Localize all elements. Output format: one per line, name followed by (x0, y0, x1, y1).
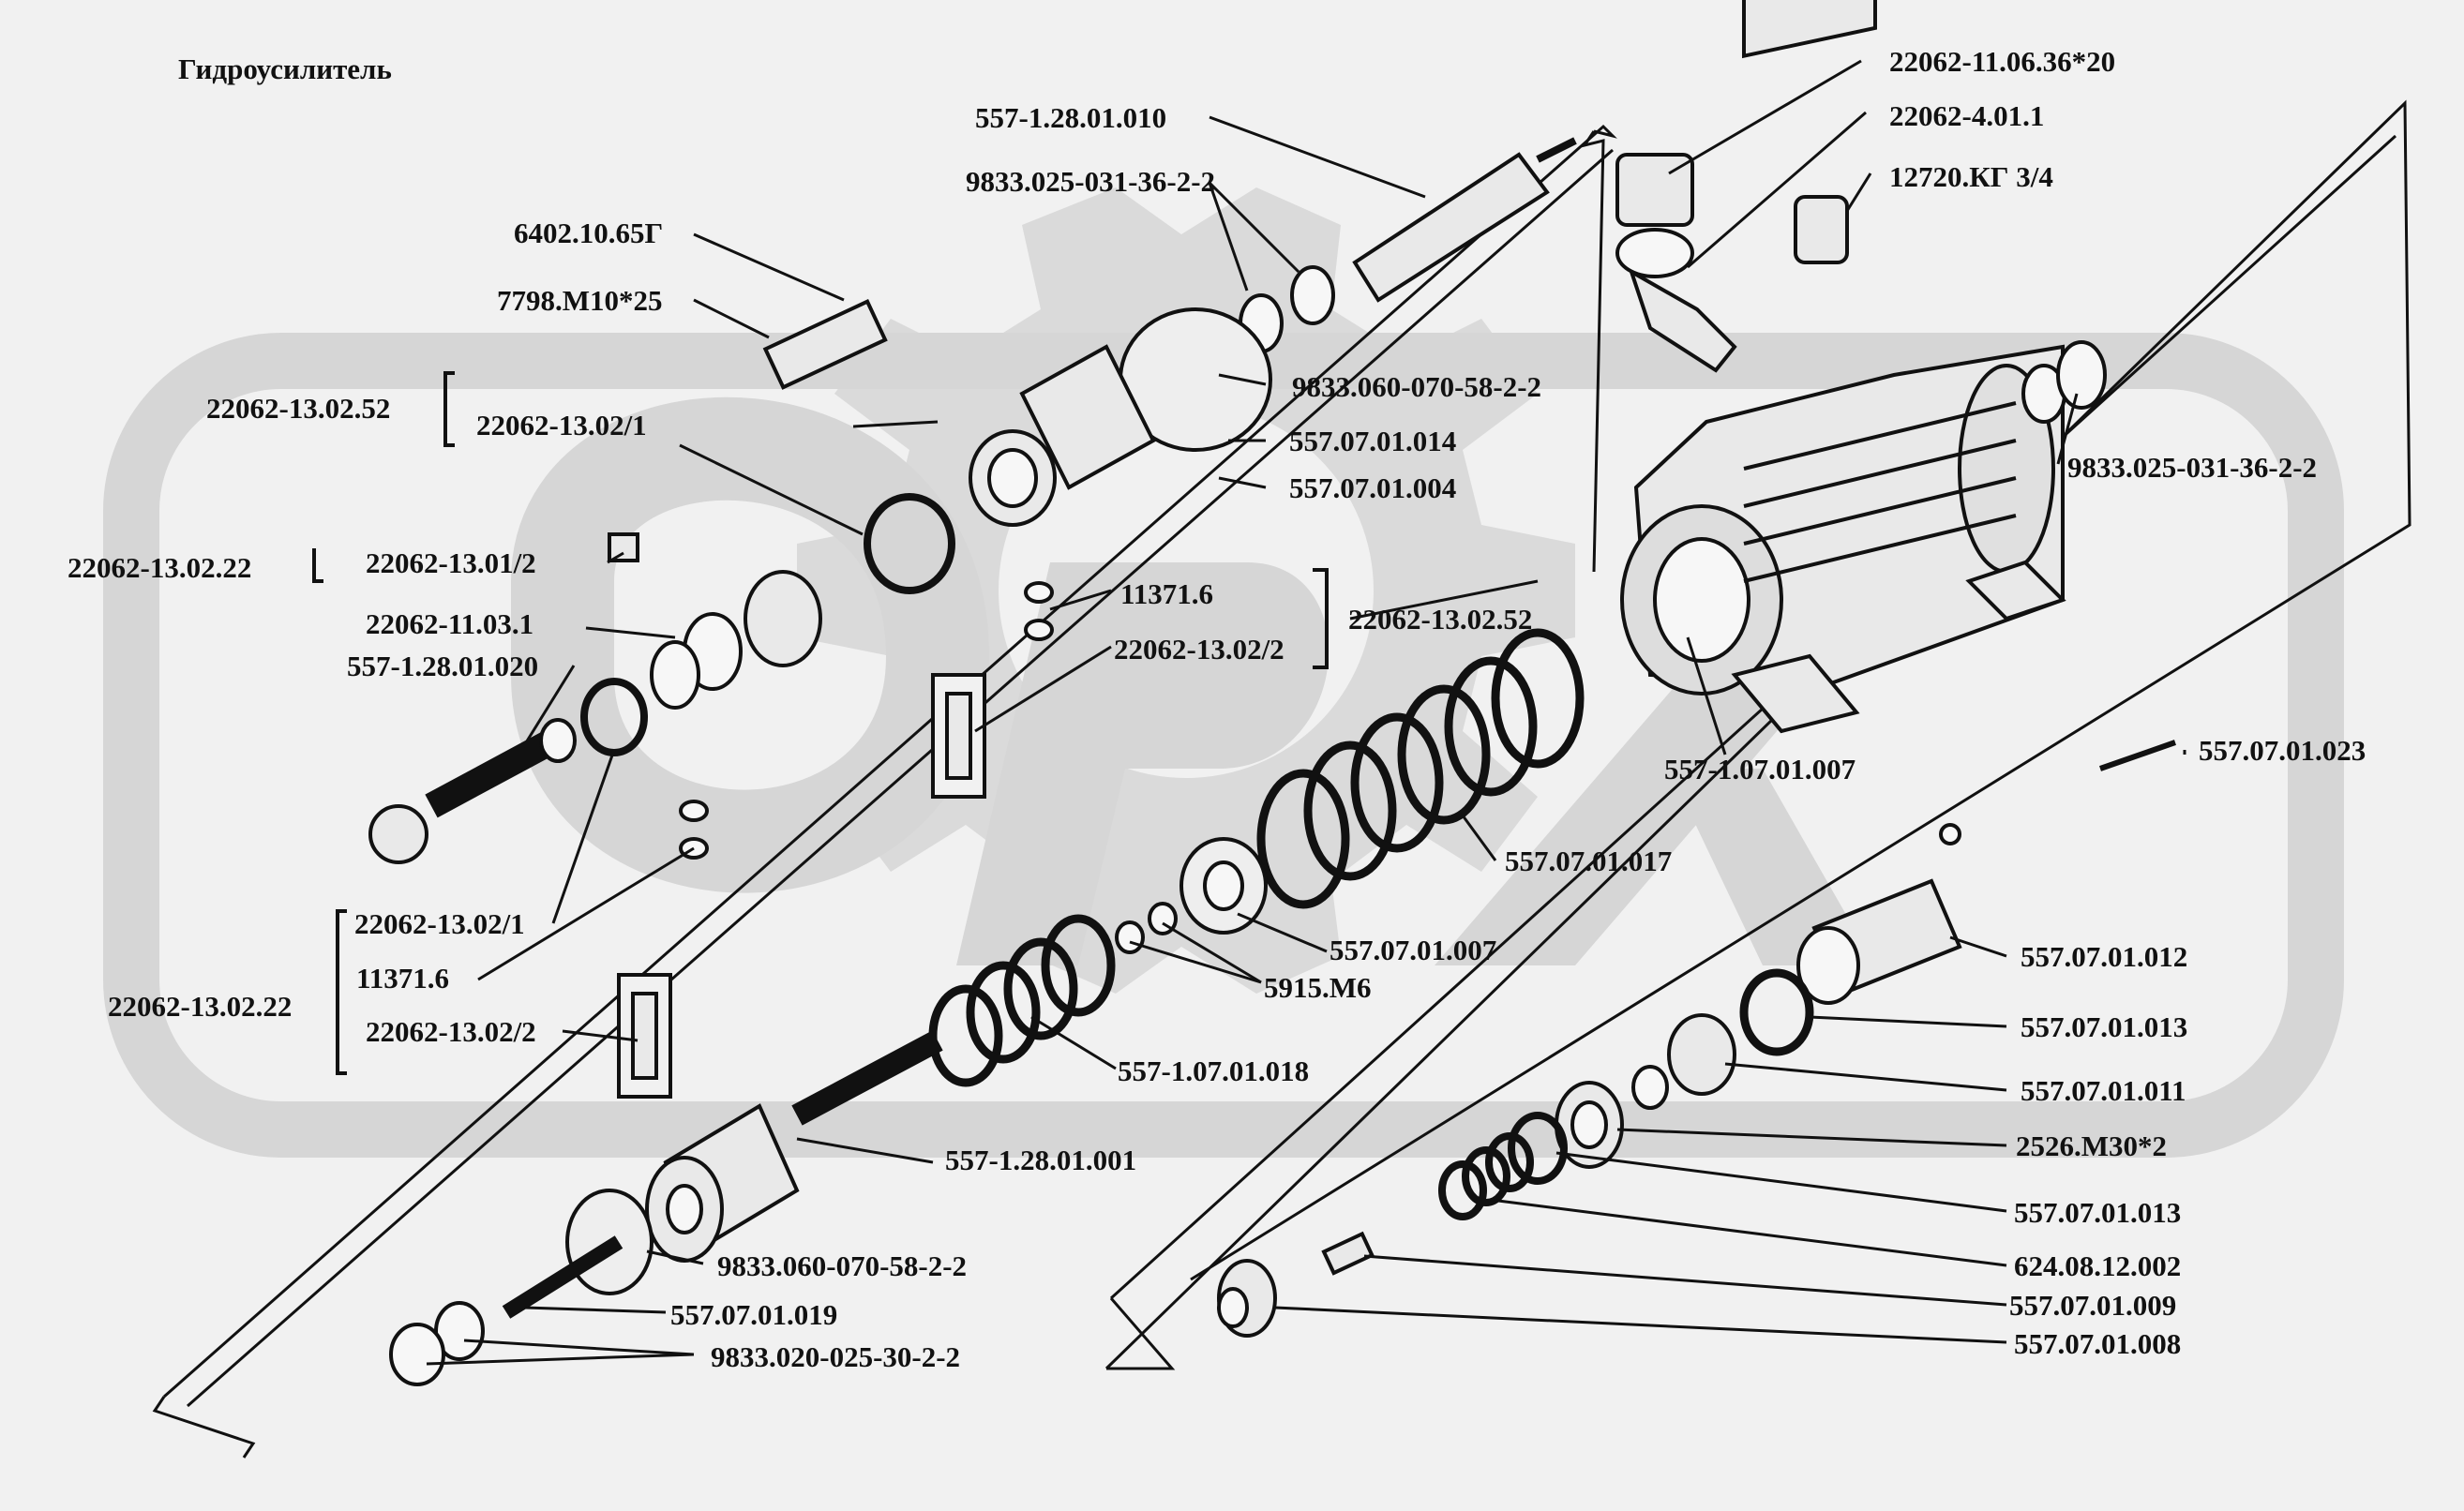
part-label: 22062-11.06.36*20 (1889, 45, 2116, 78)
part-label: 22062-13.02/1 (354, 907, 525, 940)
bolt-13.02-2-a (931, 673, 986, 799)
part-label: 9833.025-031-36-2-2 (2067, 451, 2318, 484)
nut-2526 (1555, 1081, 1624, 1169)
ring-557.07.01.013-b (1508, 1112, 1568, 1185)
part-label: 22062-13.02/2 (1114, 633, 1285, 666)
diagram-title: Гидроусилитель (178, 52, 392, 85)
part-label: 22062-13.02.52 (1348, 603, 1533, 636)
nuts-11371-b (679, 800, 709, 860)
spring-624.08.12.002 (1438, 1132, 1534, 1220)
part-label: 557-1.07.01.007 (1664, 753, 1856, 785)
part-label: 2526.М30*2 (2016, 1130, 2168, 1162)
pin-557.07.01.009 (1321, 1231, 1375, 1276)
valve-22062-11.03.1 (608, 532, 822, 710)
part-label: 22062-4.01.1 (1889, 99, 2045, 132)
pin-557.07.01.023 (2099, 740, 2176, 771)
part-label: 11371.6 (1120, 577, 1214, 610)
part-label: 557.07.01.017 (1505, 845, 1673, 877)
part-label: 6402.10.65Г (514, 217, 664, 249)
part-label: 557.07.01.019 (670, 1298, 838, 1331)
part-label: 557.07.01.014 (1289, 425, 1457, 457)
part-label: 557.07.01.013 (2021, 1010, 2188, 1043)
part-label: 7798.М10*25 (497, 284, 663, 317)
group-brackets (312, 371, 1329, 1075)
part-label: 9833.060-070-58-2-2 (717, 1249, 968, 1282)
piston-557-1.28.01.001 (389, 1030, 943, 1386)
part-label: 557-1.07.01.018 (1118, 1055, 1310, 1087)
assembly-frame-lines (152, 99, 2411, 1459)
nuts-11371-a (1024, 581, 1054, 641)
part-label: 11371.6 (356, 962, 450, 995)
plug-12720 (1794, 195, 1849, 264)
part-label: 557.07.01.007 (1330, 934, 1497, 966)
part-label: 9833.060-070-58-2-2 (1292, 370, 1542, 403)
part-label: 5915.М6 (1264, 971, 1372, 1004)
part-label: 557-1.28.01.020 (347, 650, 539, 682)
part-label: 557.07.01.009 (2009, 1289, 2177, 1322)
sleeve-557.07.01.012 (1796, 878, 1962, 1005)
part-label: 12720.КГ 3/4 (1889, 160, 2053, 193)
part-label: 557.07.01.008 (2014, 1327, 2182, 1360)
leader-lines (426, 59, 2186, 1366)
part-label: 557.07.01.023 (2199, 734, 2366, 767)
ball-small (1939, 823, 1961, 845)
part-label: 22062-13.02/1 (476, 409, 647, 441)
spool-557.07.01.011 (1631, 1013, 1736, 1110)
bolt-13.02-2-b (617, 973, 672, 1099)
spring-557.07.01.017 (1256, 628, 1585, 909)
part-label: 22062-13.02/2 (366, 1015, 536, 1048)
part-label: 557.07.01.011 (2021, 1074, 2186, 1107)
part-label: 624.08.12.002 (2014, 1249, 2182, 1282)
part-label: 9833.025-031-36-2-2 (966, 165, 1216, 198)
flange-cover-557.07.01.004 (864, 307, 1272, 594)
washer-557.07.01.007 (1179, 837, 1268, 935)
part-label: 9833.020-025-30-2-2 (711, 1340, 961, 1373)
part-label: 557-1.28.01.001 (945, 1144, 1137, 1176)
part-label: 557.07.01.004 (1289, 471, 1457, 504)
part-label: 557.07.01.013 (2014, 1196, 2182, 1229)
plug-557.07.01.008 (1217, 1259, 1277, 1338)
rod-557-1.28.01.020 (368, 718, 577, 864)
part-label: 557.07.01.012 (2021, 940, 2188, 973)
bolt-7798 (762, 299, 888, 390)
part-label: 22062-11.03.1 (366, 607, 534, 640)
ring-557.07.01.013-a (1739, 968, 1814, 1056)
part-label: 22062-13.01/2 (366, 546, 536, 579)
washers-right (2021, 340, 2107, 424)
part-label: 22062-13.02.22 (68, 551, 252, 584)
part-label: 22062-13.02.22 (108, 990, 293, 1023)
part-label: 557-1.28.01.010 (975, 101, 1167, 134)
part-label: 22062-13.02.52 (206, 392, 391, 425)
